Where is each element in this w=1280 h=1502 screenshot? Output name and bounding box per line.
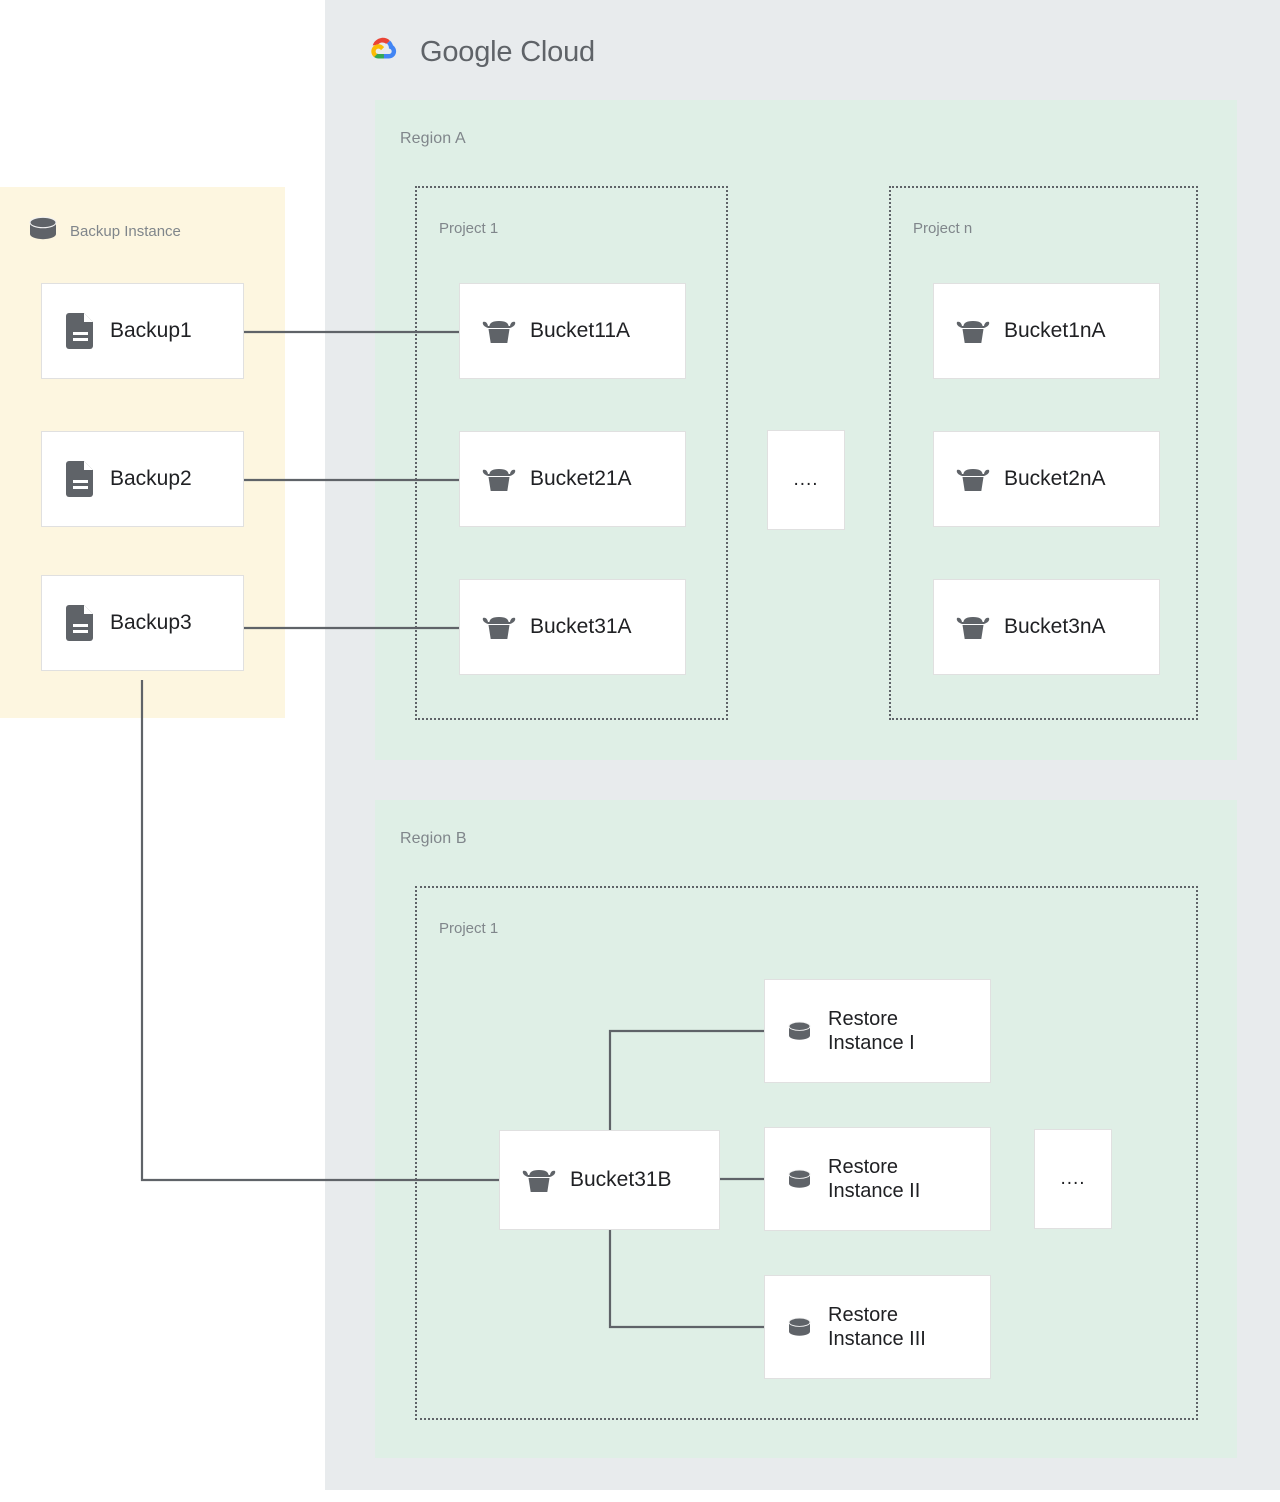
- backup1-label: Backup1: [110, 319, 192, 343]
- bucket31a-card[interactable]: Bucket31A: [459, 579, 686, 675]
- region-a-label: Region A: [400, 130, 466, 147]
- bucket11a-label: Bucket11A: [530, 319, 631, 343]
- project-n-region-a-box: Project n: [889, 186, 1198, 720]
- bucket3na-label: Bucket3nA: [1004, 615, 1106, 639]
- ellipsis-card-region-a: ....: [767, 430, 845, 530]
- restore-line1: Restore: [828, 1155, 899, 1178]
- ellipsis-card-region-b: ....: [1034, 1129, 1112, 1229]
- restore-line2: Instance II: [828, 1180, 921, 1202]
- project-1-region-b-label: Project 1: [439, 920, 499, 937]
- project-n-region-a-label: Project n: [913, 220, 973, 237]
- database-icon: [787, 1317, 812, 1338]
- bucket3na-card[interactable]: Bucket3nA: [933, 579, 1160, 675]
- bucket-icon: [956, 316, 990, 346]
- bucket1na-card[interactable]: Bucket1nA: [933, 283, 1160, 379]
- document-icon: [66, 461, 96, 497]
- project-1-region-a-box: Project 1: [415, 186, 728, 720]
- bucket11a-card[interactable]: Bucket11A: [459, 283, 686, 379]
- backup1-card[interactable]: Backup1: [41, 283, 244, 379]
- database-icon: [28, 216, 58, 246]
- backup-instance-header: Backup Instance: [28, 216, 181, 246]
- google-cloud-logo: Google Cloud: [358, 30, 595, 75]
- brand-google: Google: [420, 36, 513, 68]
- backup3-card[interactable]: Backup3: [41, 575, 244, 671]
- document-icon: [66, 605, 96, 641]
- project-1-region-a-label: Project 1: [439, 220, 499, 237]
- restore-line1: Restore: [828, 1303, 899, 1326]
- restore-line2: Instance I: [828, 1032, 915, 1054]
- backup3-label: Backup3: [110, 611, 192, 635]
- brand-cloud: Cloud: [520, 36, 595, 68]
- restore-line1: Restore: [828, 1007, 899, 1030]
- backup-instance-label: Backup Instance: [70, 222, 181, 240]
- bucket-icon: [522, 1165, 556, 1195]
- bucket2na-card[interactable]: Bucket2nA: [933, 431, 1160, 527]
- bucket31b-card[interactable]: Bucket31B: [499, 1130, 720, 1230]
- bucket31a-label: Bucket31A: [530, 615, 632, 639]
- brand-text: Google Cloud: [420, 36, 595, 69]
- backup2-label: Backup2: [110, 467, 192, 491]
- bucket-icon: [956, 464, 990, 494]
- bucket2na-label: Bucket2nA: [1004, 467, 1106, 491]
- bucket21a-card[interactable]: Bucket21A: [459, 431, 686, 527]
- bucket-icon: [482, 612, 516, 642]
- restore-line2: Instance III: [828, 1328, 926, 1350]
- bucket-icon: [482, 464, 516, 494]
- document-icon: [66, 313, 96, 349]
- backup2-card[interactable]: Backup2: [41, 431, 244, 527]
- google-cloud-logo-icon: [358, 30, 406, 75]
- database-icon: [787, 1169, 812, 1190]
- region-b-label: Region B: [400, 830, 467, 847]
- bucket31b-label: Bucket31B: [570, 1168, 672, 1192]
- bucket-icon: [482, 316, 516, 346]
- bucket-icon: [956, 612, 990, 642]
- bucket21a-label: Bucket21A: [530, 467, 632, 491]
- bucket1na-label: Bucket1nA: [1004, 319, 1106, 343]
- database-icon: [787, 1021, 812, 1042]
